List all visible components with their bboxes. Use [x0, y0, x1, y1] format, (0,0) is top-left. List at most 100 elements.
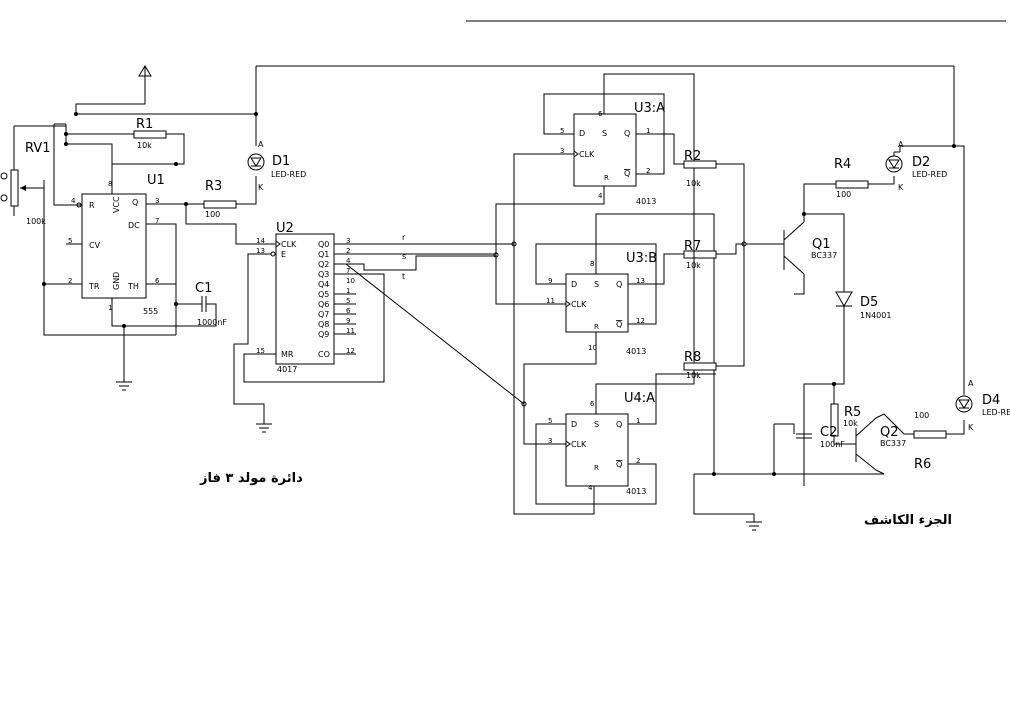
u2-pin-q4: Q4 — [318, 280, 329, 289]
u3b-pinno-d: 9 — [548, 277, 552, 285]
u3a-part: 4013 — [636, 197, 656, 206]
u3a-pinno-d: 5 — [560, 127, 564, 135]
u4a-pinno-r: 4 — [588, 484, 593, 492]
u3a-pin-s: S — [602, 129, 607, 138]
u1-pinno-gnd: 1 — [108, 304, 112, 312]
u3a-pin-q: Q — [624, 129, 630, 138]
r3-value: 100 — [205, 210, 220, 219]
u2-pin-mr: MR — [281, 350, 294, 359]
u3a-pinno-q: 1 — [646, 127, 650, 135]
u4a-pin-r: R — [594, 464, 599, 472]
r6-resistor: R6 100 — [913, 411, 965, 472]
u2-pin-q0: Q0 — [318, 240, 329, 249]
d1-pin-a: A — [258, 140, 264, 149]
u3b-pin-s: S — [594, 280, 599, 289]
u4a-pinno-d: 5 — [548, 417, 552, 425]
u4a-pin-q: Q — [616, 420, 622, 429]
q1-value: BC337 — [811, 251, 837, 260]
q2-value: BC337 — [880, 439, 906, 448]
r1-resistor: R1 10k — [64, 117, 185, 194]
diode-icon — [835, 291, 853, 308]
r2-resistor: R2 10k — [683, 149, 745, 244]
pot-terminal-icon — [0, 172, 8, 180]
u3a-pinno-clk: 3 — [560, 147, 564, 155]
d4-value: LED-RED — [982, 408, 1010, 417]
u1-pinno-cv: 5 — [68, 237, 72, 245]
d2-value: LED-RED — [912, 170, 947, 179]
led-icon — [888, 159, 900, 169]
u2-pinno-q7: 6 — [346, 307, 351, 315]
d2-ref: D2 — [912, 155, 930, 170]
u2-4017-counter: U2 4017 CLK E MR CO Q0 Q1 Q2 Q3 Q4 Q5 Q6… — [233, 221, 385, 424]
u2-pinno-q2: 4 — [346, 257, 351, 265]
u3b-pin-r: R — [594, 323, 599, 331]
u2-pin-q8: Q8 — [318, 320, 329, 329]
u2-pinno-clk: 14 — [256, 237, 265, 245]
q1-base-node — [741, 241, 784, 247]
r4-resistor: R4 100 — [834, 157, 895, 199]
c2-capacitor: C2 100nF — [773, 423, 845, 449]
r8-ref: R8 — [684, 350, 701, 365]
u3b-pinno-r: 10 — [588, 344, 597, 352]
d5-diode: D5 1N4001 — [834, 291, 891, 385]
u2-pin-q6: Q6 — [318, 300, 329, 309]
r8-resistor: R8 10k — [683, 244, 745, 380]
u1-555-timer: U1 555 R VCC Q DC CV TR GND TH 4 8 3 7 5… — [42, 123, 204, 382]
r4-ref: R4 — [834, 157, 851, 172]
u2-pin-q9: Q9 — [318, 330, 329, 339]
r3-ref: R3 — [205, 179, 222, 194]
u2-pinno-q1: 2 — [346, 247, 350, 255]
u3b-pin-q: Q — [616, 280, 622, 289]
u3b-pin-qb: Q — [616, 320, 622, 329]
ground-symbol-u2 — [256, 423, 272, 433]
ground-symbol-detector — [746, 521, 762, 531]
r5-ref: R5 — [844, 405, 861, 420]
d1-led: A K D1 LED-RED — [247, 140, 306, 192]
r1-ref: R1 — [136, 117, 153, 132]
u1-pinno-q: 3 — [155, 197, 159, 205]
u2-ref: U2 — [276, 221, 294, 236]
u2-pin-clk: CLK — [281, 240, 297, 249]
q1-transistor: Q1 BC337 — [783, 183, 845, 295]
u3b-pinno-clk: 11 — [546, 297, 555, 305]
net-r: r — [402, 233, 406, 242]
u3b-flipflop: U3:B 4013 D S Q CLK Q R 9 8 13 11 12 10 — [523, 213, 715, 474]
u2-pin-q7: Q7 — [318, 310, 329, 319]
u2-pin-e: E — [281, 250, 286, 259]
u2-pinno-mr: 15 — [256, 347, 265, 355]
u3a-pin-qb: Q — [624, 169, 630, 178]
rv1-value: 100k — [26, 217, 46, 226]
d4-pin-k: K — [968, 423, 974, 432]
u2-part: 4017 — [277, 365, 297, 374]
u2-pin-co: CO — [318, 350, 330, 359]
u3a-pinno-qb: 2 — [646, 167, 650, 175]
u3b-pin-clk: CLK — [571, 300, 587, 309]
u1-pinno-vcc: 8 — [108, 180, 112, 188]
u2-pinno-q6: 5 — [346, 297, 350, 305]
u4a-pin-clk: CLK — [571, 440, 587, 449]
u4a-pinno-qb: 2 — [636, 457, 640, 465]
d4-led: A K D4 LED-RED — [955, 379, 1010, 432]
u4a-pinno-s: 6 — [590, 400, 595, 408]
net-t: t — [402, 272, 405, 281]
q2-ref: Q2 — [880, 425, 899, 440]
u3a-ref: U3:A — [634, 101, 665, 116]
u4a-pin-qb: Q — [616, 460, 622, 469]
d2-pin-a: A — [898, 140, 904, 149]
u2-pin-q3: Q3 — [318, 270, 329, 279]
u1-pin-dc: DC — [128, 221, 140, 230]
d4-pin-a: A — [968, 379, 974, 388]
u2-pin-q2: Q2 — [318, 260, 329, 269]
d4-ref: D4 — [982, 393, 1000, 408]
u2-pin-q1: Q1 — [318, 250, 329, 259]
u4a-pinno-q: 1 — [636, 417, 640, 425]
r8-value: 10k — [686, 371, 701, 380]
r6-ref: R6 — [914, 457, 931, 472]
u1-ref: U1 — [147, 173, 165, 188]
c2-value: 100nF — [820, 440, 845, 449]
caption-generator: دائرة مولد ٣ فاز — [199, 471, 303, 486]
u3a-pin-d: D — [579, 129, 585, 138]
r2-ref: R2 — [684, 149, 701, 164]
u2-pinno-q3: 7 — [346, 267, 350, 275]
